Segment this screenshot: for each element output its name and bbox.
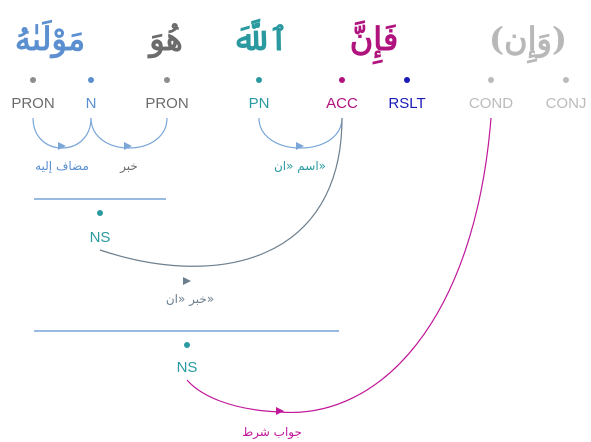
node-dot-cond (488, 77, 494, 83)
arrowhead-ism-inna (296, 142, 304, 150)
tag-rslt: RSLT (388, 95, 425, 112)
word-allah: ٱللَّهَ (232, 18, 288, 58)
tag-acc: ACC (326, 95, 358, 112)
word-mawlahu: مَوْلَىٰهُ (15, 19, 85, 59)
arc-mudaf-ilayh (32, 117, 92, 149)
label-khabar: خبر (119, 159, 138, 174)
arrowhead-khabar (124, 142, 132, 150)
node-dot-pron-1 (30, 77, 36, 83)
arc-ism-inna (258, 117, 343, 149)
phrase-dot-2 (184, 342, 190, 348)
arrowhead-jawab-shart (276, 407, 284, 415)
arc-khabar-inna (99, 117, 343, 267)
label-ism-inna: اسم «ان» (274, 159, 326, 173)
arc-khabar (90, 117, 168, 149)
arc-jawab-shart (186, 117, 492, 414)
word-huwa: هُوَ (147, 20, 182, 59)
phrase-dot-1 (97, 210, 103, 216)
label-jawab-shart: جواب شرط (242, 425, 302, 440)
node-dot-pron-2 (164, 77, 170, 83)
node-dot-pn (256, 77, 262, 83)
label-khabar-inna: خبر «ان» (166, 292, 214, 307)
tag-pron-2: PRON (145, 95, 188, 112)
node-dot-n (88, 77, 94, 83)
tag-pron-1: PRON (11, 95, 54, 112)
node-dot-acc (339, 77, 345, 83)
node-dot-conj (563, 77, 569, 83)
word-wain: (وَإِن) (489, 20, 567, 65)
arrowhead-khabar-inna (183, 277, 191, 285)
phrase-ns-1: NS (90, 229, 111, 246)
arrowhead-mudaf-ilayh (58, 142, 66, 150)
tag-conj: CONJ (546, 95, 587, 112)
tag-pn: PN (249, 95, 270, 112)
tag-cond: COND (469, 95, 513, 112)
node-dot-rslt (404, 77, 410, 83)
tag-n: N (86, 95, 97, 112)
label-mudaf-ilayh: مضاف إليه (35, 159, 89, 173)
word-fainna: فَإِنَّ (350, 20, 399, 65)
phrase-ns-2: NS (177, 359, 198, 376)
